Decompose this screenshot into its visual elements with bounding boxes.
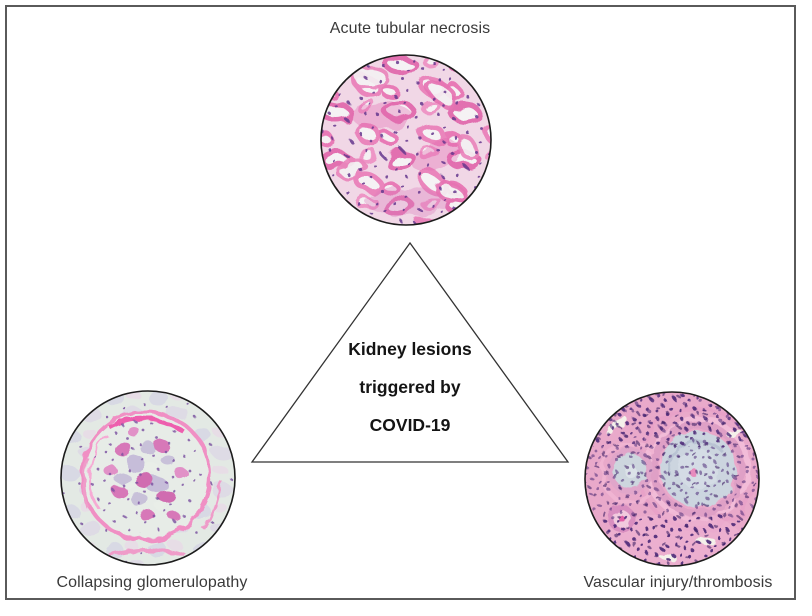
node-label-acute-tubular-necrosis: Acute tubular necrosis — [329, 20, 491, 37]
histology-image-acute-tubular-necrosis — [318, 52, 494, 233]
histology-image-vascular-injury — [582, 389, 762, 574]
histology-image-collapsing-glomerulopathy — [58, 388, 238, 573]
glomerulopathy-micrograph — [60, 390, 236, 566]
center-title-line-3: COVID-19 — [369, 415, 451, 435]
center-title: Kidney lesions triggered by COVID-19 — [300, 339, 520, 453]
center-title-line-1: Kidney lesions — [348, 339, 472, 359]
node-label-vascular-injury-thrombosis: Vascular injury/thrombosis — [583, 574, 773, 591]
node-label-collapsing-glomerulopathy: Collapsing glomerulopathy — [56, 574, 248, 591]
vascular-injury-micrograph — [584, 391, 760, 567]
tubular-necrosis-micrograph — [320, 54, 492, 226]
center-title-line-2: triggered by — [359, 377, 461, 397]
